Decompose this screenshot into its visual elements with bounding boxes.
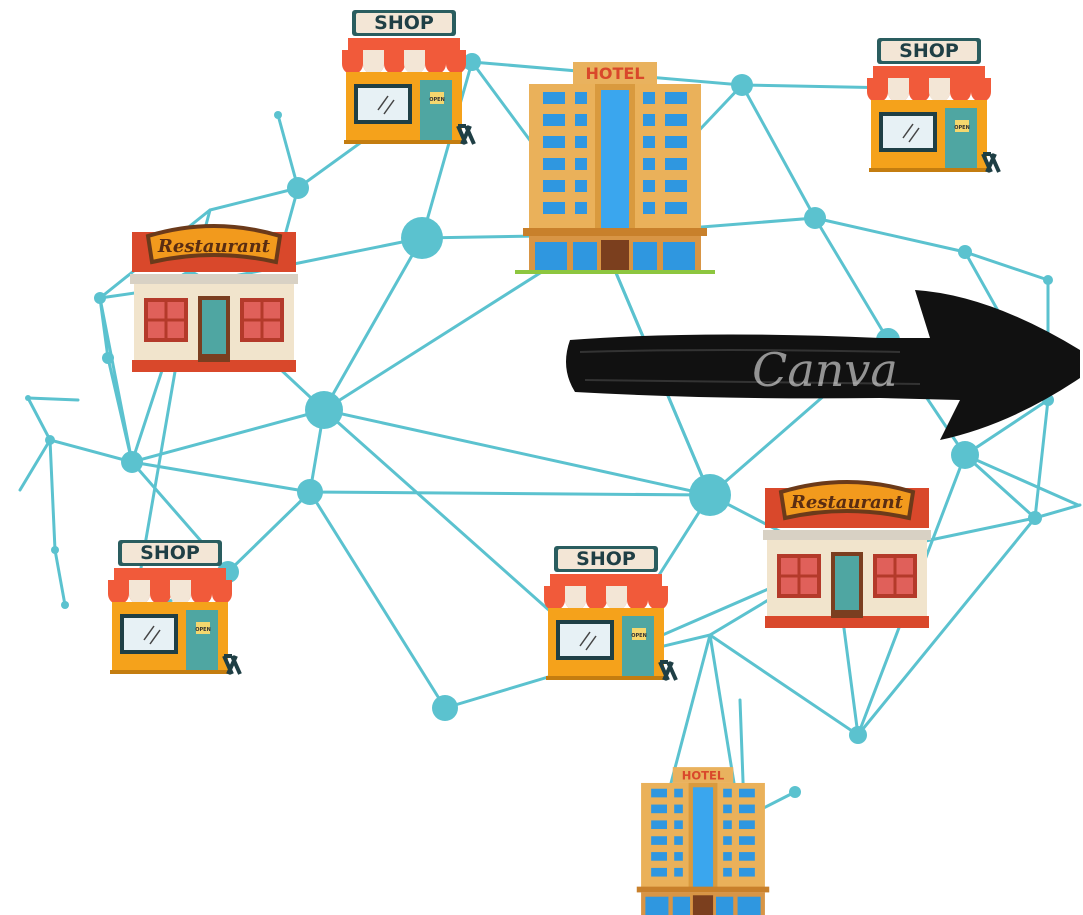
- open-sign: OPEN: [195, 627, 211, 633]
- shop-sign-text: SHOP: [140, 542, 200, 564]
- restaurant-left: Restaurant: [128, 224, 300, 374]
- shop-sign-text: SHOP: [374, 12, 434, 34]
- shop-top-right: SHOP OPEN: [865, 36, 1001, 174]
- hotel-sign-text: HOTEL: [585, 64, 644, 83]
- shop-bottom-left: SHOP OPEN: [106, 538, 242, 676]
- shop-sign-text: SHOP: [576, 548, 636, 570]
- hotel-bottom: HOTEL: [631, 767, 775, 915]
- shop-sign-text: SHOP: [899, 40, 959, 62]
- restaurant-sign-text: Restaurant: [157, 236, 271, 257]
- open-sign: OPEN: [429, 97, 445, 103]
- shop-top-left: SHOP OPEN: [340, 8, 476, 146]
- open-sign: OPEN: [954, 125, 970, 131]
- canva-watermark: Canva: [752, 343, 898, 397]
- hotel-sign-text: HOTEL: [682, 768, 725, 782]
- shop-bottom-center: SHOP OPEN: [542, 544, 678, 682]
- open-sign: OPEN: [631, 633, 647, 639]
- arrow-right-icon: [566, 290, 1080, 440]
- hotel-top-center: HOTEL: [515, 62, 715, 274]
- restaurant-sign-text: Restaurant: [790, 492, 904, 513]
- restaurant-right: Restaurant: [761, 480, 933, 630]
